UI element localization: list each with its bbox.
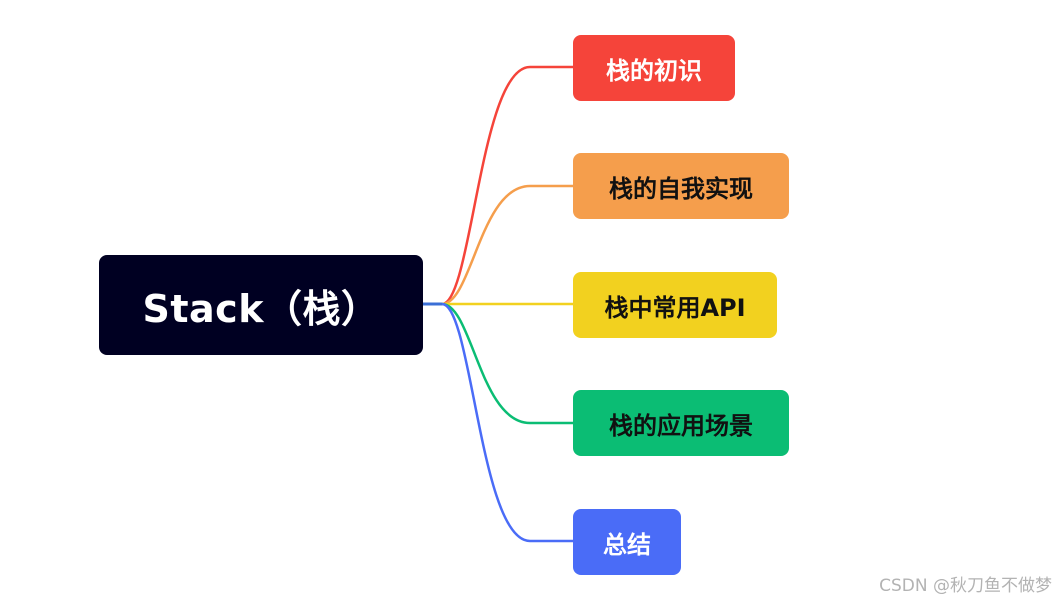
- watermark: CSDN @秋刀鱼不做梦: [879, 576, 1052, 596]
- branch-node-label: 总结: [603, 530, 651, 559]
- branch-node-1[interactable]: 栈的初识: [573, 35, 735, 101]
- connector-branch-1: [441, 65, 573, 306]
- connector-branch-5: [441, 302, 573, 543]
- root-node[interactable]: Stack（栈）: [99, 255, 423, 355]
- connector-branch-2: [441, 184, 573, 306]
- branch-node-label: 栈的初识: [606, 56, 702, 85]
- branch-node-4[interactable]: 栈的应用场景: [573, 390, 789, 456]
- branch-node-5[interactable]: 总结: [573, 509, 681, 575]
- branch-node-2[interactable]: 栈的自我实现: [573, 153, 789, 219]
- branch-node-label: 栈的应用场景: [609, 411, 753, 440]
- branch-node-3[interactable]: 栈中常用API: [573, 272, 777, 338]
- root-node-label: Stack（栈）: [142, 286, 380, 331]
- branch-node-label: 栈的自我实现: [609, 174, 753, 203]
- connector-branch-4: [441, 302, 573, 425]
- branch-node-label: 栈中常用API: [604, 293, 746, 322]
